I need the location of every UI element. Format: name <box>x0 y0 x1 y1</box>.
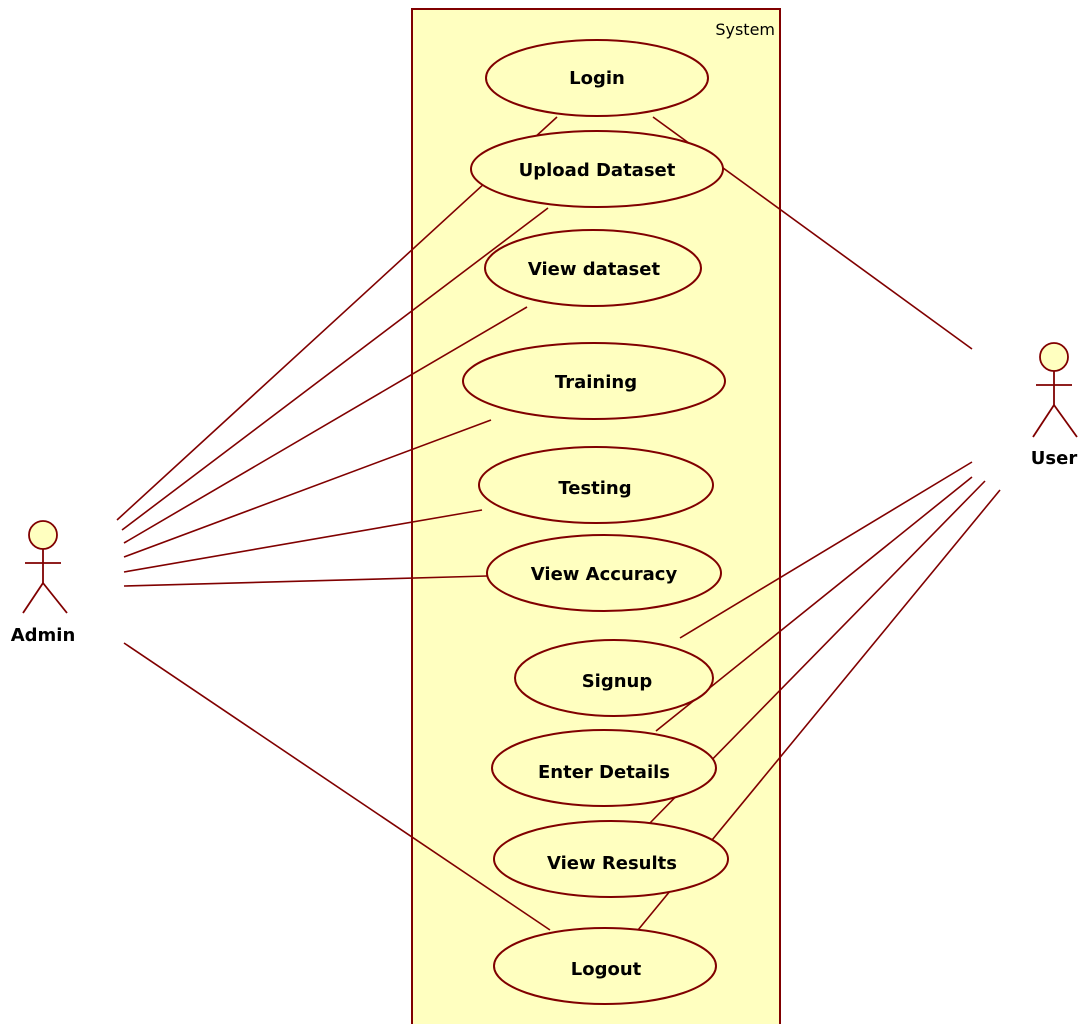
actor-admin[interactable]: Admin <box>11 520 76 646</box>
actor-user[interactable]: User <box>1031 342 1078 469</box>
use-case-signup-label: Signup <box>582 671 653 692</box>
use-case-view-results[interactable]: View Results <box>493 820 729 898</box>
assoc-admin-training <box>123 419 492 558</box>
actor-admin-left-leg <box>22 582 44 614</box>
use-case-enter-details[interactable]: Enter Details <box>491 729 717 807</box>
assoc-admin-upload-dataset <box>121 207 549 531</box>
use-case-upload-dataset[interactable]: Upload Dataset <box>470 130 724 208</box>
use-case-enter-details-label: Enter Details <box>538 762 670 783</box>
system-label: System <box>715 20 775 39</box>
actor-admin-head <box>28 520 58 550</box>
actor-user-right-leg <box>1053 404 1078 438</box>
use-case-login[interactable]: Login <box>485 39 709 117</box>
use-case-testing[interactable]: Testing <box>478 446 714 524</box>
actor-user-label: User <box>1031 448 1078 469</box>
actor-admin-label: Admin <box>11 625 76 646</box>
actor-admin-right-leg <box>42 582 68 614</box>
use-case-upload-dataset-label: Upload Dataset <box>519 160 676 181</box>
use-case-training-label: Training <box>555 372 637 393</box>
actor-user-head <box>1039 342 1069 372</box>
use-case-view-dataset-label: View dataset <box>528 259 661 280</box>
actor-user-icon <box>1032 342 1078 438</box>
actor-user-left-leg <box>1032 404 1055 438</box>
use-case-training-shape <box>462 342 726 420</box>
use-case-logout[interactable]: Logout <box>493 927 717 1005</box>
use-case-view-accuracy-shape <box>486 534 722 612</box>
use-case-view-dataset[interactable]: View dataset <box>484 229 702 307</box>
assoc-user-signup <box>679 461 973 639</box>
use-case-view-accuracy[interactable]: View Accuracy <box>486 534 722 612</box>
use-case-view-results-shape <box>493 820 729 898</box>
use-case-view-dataset-shape <box>484 229 702 307</box>
use-case-enter-details-shape <box>491 729 717 807</box>
use-case-view-results-label: View Results <box>547 853 677 874</box>
assoc-admin-logout <box>123 642 551 931</box>
actor-admin-icon <box>22 520 68 614</box>
use-case-upload-dataset-shape <box>470 130 724 208</box>
use-case-login-shape <box>485 39 709 117</box>
use-case-login-label: Login <box>569 68 625 89</box>
use-case-testing-shape <box>478 446 714 524</box>
assoc-admin-view-accuracy <box>123 575 488 587</box>
use-case-logout-shape <box>493 927 717 1005</box>
assoc-admin-testing <box>123 509 483 573</box>
use-case-testing-label: Testing <box>558 478 631 499</box>
use-case-signup-shape <box>514 639 714 717</box>
use-case-logout-label: Logout <box>571 959 642 980</box>
use-case-training[interactable]: Training <box>462 342 726 420</box>
use-case-signup[interactable]: Signup <box>514 639 714 717</box>
assoc-admin-view-dataset <box>123 306 528 544</box>
use-case-view-accuracy-label: View Accuracy <box>531 564 678 585</box>
